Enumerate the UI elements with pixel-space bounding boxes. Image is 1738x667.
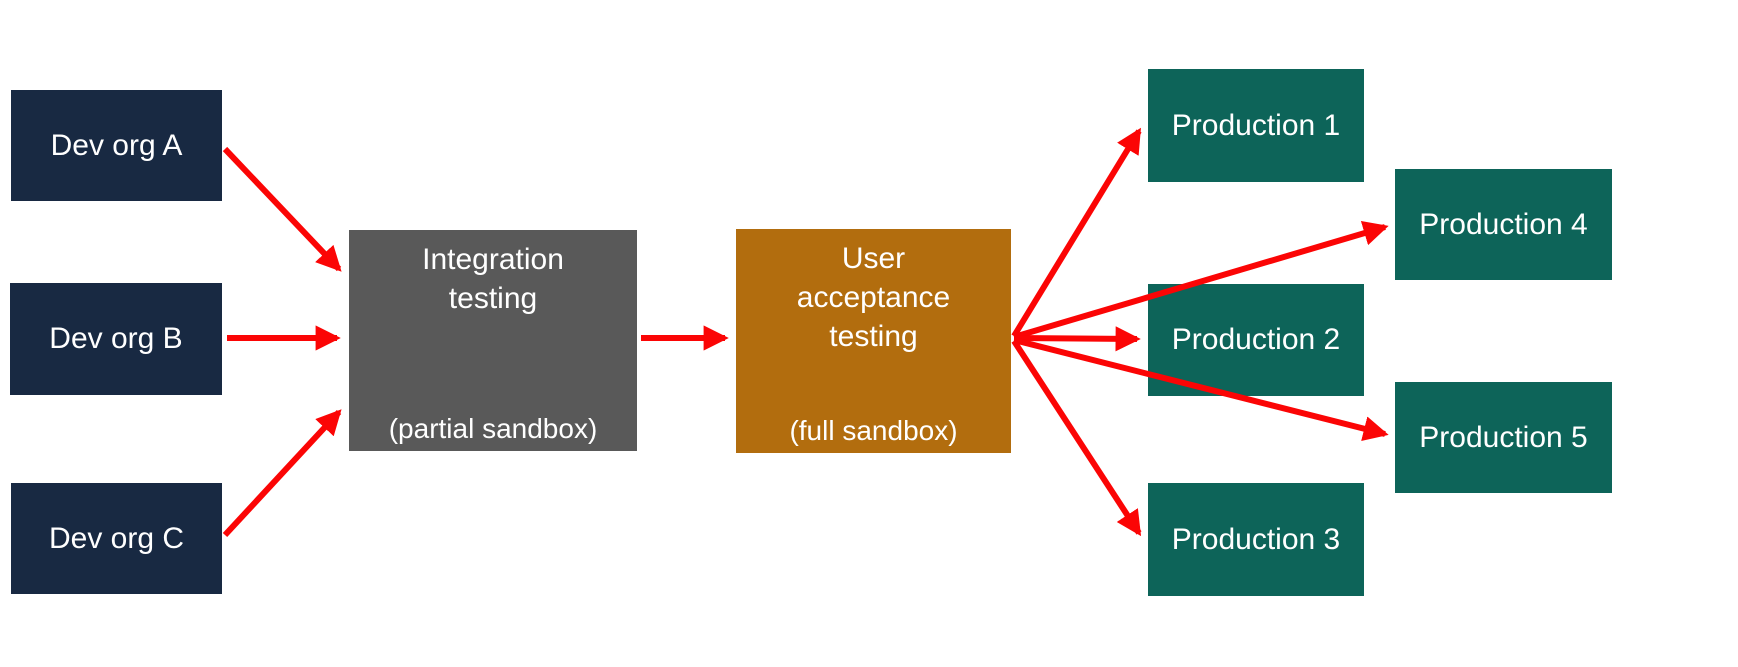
node-user-acceptance-testing-title-line2: acceptance: [796, 281, 951, 314]
node-production-1-label: Production 1: [1171, 108, 1341, 142]
arrow-dev-org-c-to-integration: [222, 409, 342, 538]
node-user-acceptance-testing-title: User acceptance testing: [797, 239, 950, 356]
node-user-acceptance-testing-title-line3: testing: [829, 320, 918, 353]
node-user-acceptance-testing-title-line1: User: [841, 242, 906, 275]
node-production-5-label: Production 5: [1419, 420, 1588, 454]
arrow-uat-to-production-2: [1013, 326, 1141, 352]
node-user-acceptance-testing: User acceptance testing (full sandbox): [736, 229, 1011, 453]
node-production-4: Production 4: [1395, 169, 1612, 280]
arrow-uat-to-production-3: [1011, 339, 1142, 537]
node-production-2-label: Production 2: [1171, 323, 1341, 356]
arrow-dev-org-a-to-integration: [222, 146, 342, 272]
node-dev-org-b-label: Dev org B: [49, 322, 183, 355]
node-integration-testing-subtitle: (partial sandbox): [388, 412, 598, 444]
node-dev-org-a-label: Dev org A: [50, 128, 183, 162]
node-production-2: Production 2: [1148, 284, 1364, 396]
node-production-1: Production 1: [1148, 69, 1364, 182]
node-integration-testing-title: Integration testing: [422, 240, 564, 318]
node-dev-org-a: Dev org A: [11, 90, 222, 201]
node-production-3: Production 3: [1148, 483, 1364, 596]
node-production-4-label: Production 4: [1419, 207, 1588, 241]
node-dev-org-c: Dev org C: [11, 483, 222, 594]
node-production-3-label: Production 3: [1171, 522, 1341, 556]
node-integration-testing-title-line2: testing: [448, 282, 538, 315]
arrow-uat-to-production-1: [1011, 127, 1142, 338]
node-user-acceptance-testing-subtitle: (full sandbox): [789, 414, 958, 446]
node-dev-org-b: Dev org B: [10, 283, 222, 395]
node-production-5: Production 5: [1395, 382, 1612, 493]
node-integration-testing-title-line1: Integration: [422, 243, 564, 276]
node-dev-org-c-label: Dev org C: [48, 521, 185, 555]
node-integration-testing: Integration testing (partial sandbox): [349, 230, 637, 451]
